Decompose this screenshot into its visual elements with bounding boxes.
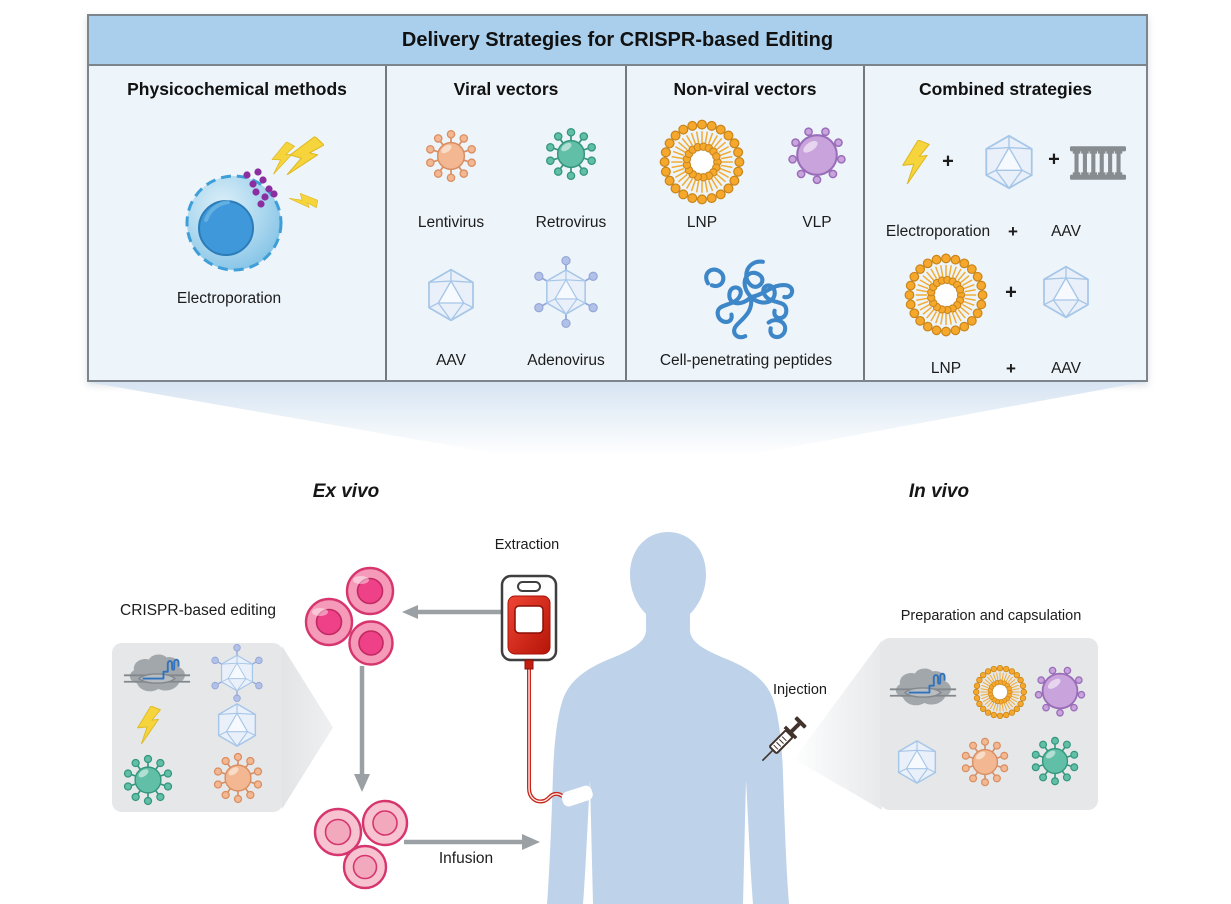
aav-icon	[897, 740, 937, 784]
arm-cuff	[561, 785, 593, 807]
combo-label: Electroporation	[885, 223, 991, 240]
item-label: LNP	[686, 214, 718, 231]
crispr-editing-label: CRISPR-based editing	[120, 602, 276, 619]
plus-sign: +	[1048, 148, 1060, 171]
item-label: Cell-penetrating peptides	[659, 352, 833, 369]
lnp-icon	[904, 253, 988, 337]
combo-label: AAV	[1051, 223, 1081, 240]
extraction-arrow	[402, 605, 502, 619]
electroporation-cell-icon	[185, 130, 324, 272]
panel-body: Physicochemical methods	[89, 66, 1146, 380]
infusion-label: Infusion	[438, 850, 494, 867]
vlp-icon	[788, 128, 846, 184]
combo-label: LNP	[930, 360, 962, 377]
lightning-bolt-icon	[288, 190, 320, 213]
blood-tube	[527, 669, 575, 805]
lightning-bolt-icon	[137, 706, 161, 744]
ex-vivo-toolbox-pointer	[282, 646, 333, 809]
in-vivo-label: In vivo	[908, 481, 970, 502]
item-label: Retrovirus	[535, 214, 607, 231]
lnp-icon	[972, 664, 1028, 720]
item-label: Electroporation	[176, 290, 282, 307]
item-label: VLP	[802, 214, 832, 231]
item-label: Adenovirus	[527, 352, 605, 369]
retrovirus-icon	[124, 755, 172, 805]
column-non-viral-vectors: Non-viral vectors LNP VLP Cell-penetrati…	[625, 66, 863, 380]
vlp-icon	[1035, 667, 1085, 716]
delivery-strategies-panel: Delivery Strategies for CRISPR-based Edi…	[87, 14, 1148, 382]
injection-label: Injection	[772, 682, 828, 698]
extraction-label: Extraction	[494, 537, 560, 553]
ex-vivo-label: Ex vivo	[312, 481, 380, 502]
aav-icon	[428, 268, 474, 322]
dna-icon	[1070, 146, 1126, 180]
blood-bag-icon	[500, 574, 593, 807]
syringe-icon	[755, 714, 809, 768]
human-silhouette	[547, 532, 789, 904]
cell-penetrating-peptides-icon	[700, 250, 808, 344]
extracted-cells-icon	[304, 566, 395, 666]
cas9-complex-icon	[888, 667, 958, 707]
panel-title: Delivery Strategies for CRISPR-based Edi…	[89, 16, 1146, 66]
preparation-label: Preparation and capsulation	[900, 608, 1082, 624]
combo-label: AAV	[1051, 360, 1081, 377]
column-combined-strategies: Combined strategies + + Electroporation …	[863, 66, 1146, 380]
particle-dots	[243, 168, 278, 208]
plus-sign: +	[1008, 222, 1018, 241]
column-heading: Physicochemical methods	[127, 79, 347, 99]
cas9-complex-icon	[122, 653, 192, 693]
funnel-gradient	[88, 382, 1143, 456]
item-label: AAV	[436, 352, 466, 369]
lentivirus-icon	[426, 130, 476, 182]
column-physicochemical: Physicochemical methods	[89, 66, 385, 380]
adenovirus-icon	[208, 644, 266, 702]
column-heading: Combined strategies	[918, 79, 1093, 99]
aav-icon	[985, 134, 1033, 190]
item-label: Lentivirus	[417, 214, 485, 231]
lnp-icon	[659, 119, 745, 205]
lentivirus-icon	[214, 753, 262, 803]
lentivirus-icon	[962, 738, 1008, 786]
retrovirus-icon	[1032, 737, 1078, 785]
lightning-bolt-icon	[902, 140, 930, 184]
column-heading: Non-viral vectors	[673, 79, 817, 99]
adenovirus-icon	[530, 256, 602, 328]
plus-sign: +	[942, 150, 954, 173]
column-viral-vectors: Viral vectors Lentivirus Retrovirus AAV …	[385, 66, 625, 380]
plus-sign: +	[1006, 359, 1016, 378]
infusion-arrow	[404, 834, 540, 850]
aav-icon	[217, 703, 257, 747]
column-heading: Viral vectors	[453, 79, 559, 99]
edited-cells-icon	[313, 799, 409, 890]
retrovirus-icon	[546, 128, 596, 180]
plus-sign: +	[1005, 281, 1017, 304]
aav-icon	[1043, 265, 1089, 319]
editing-arrow	[354, 666, 370, 792]
